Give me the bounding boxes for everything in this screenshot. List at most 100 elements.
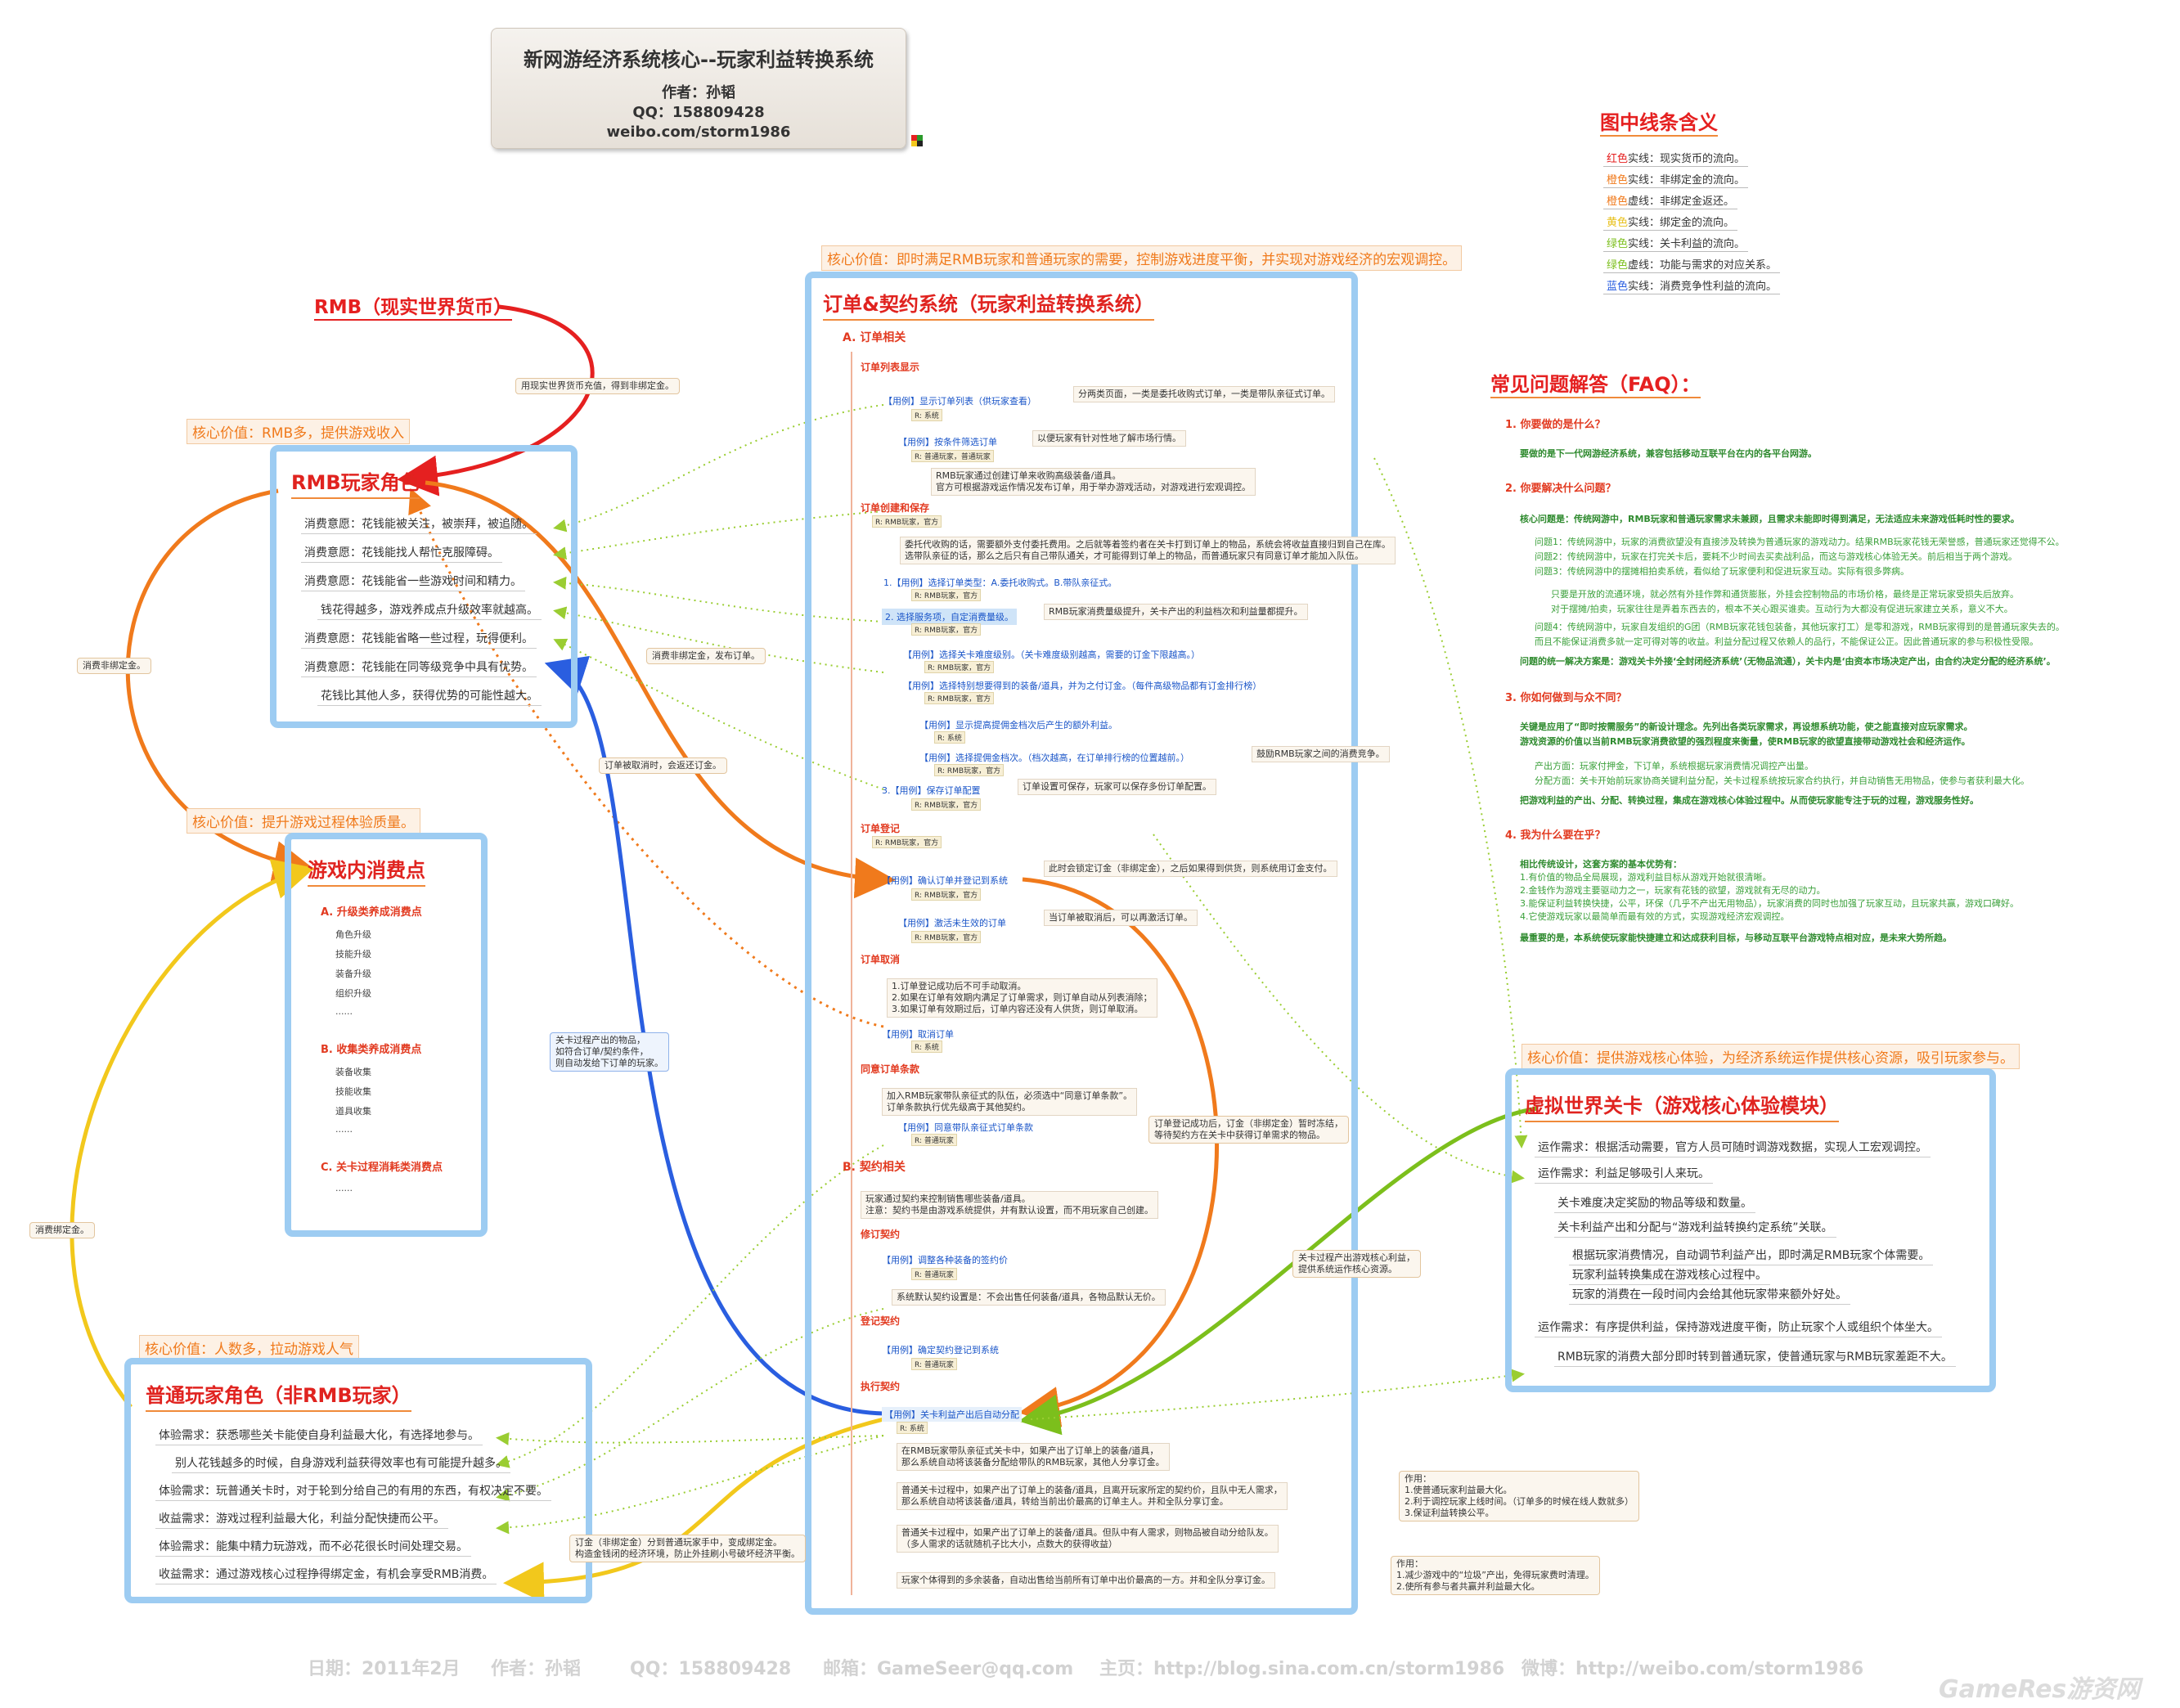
use-case-adjust-price[interactable]: 【用例】调整各种装备的签约价: [882, 1255, 1008, 1265]
map-icon: [911, 134, 923, 146]
consume-section-label: A. 升级类养成消费点: [321, 906, 422, 919]
consume-item: ......: [335, 1183, 353, 1193]
use-case-cancel-order[interactable]: 【用例】取消订单: [882, 1029, 954, 1040]
note-nonbind-consume: 消费非绑定金。: [77, 658, 151, 674]
use-case-difficulty[interactable]: 【用例】选择关卡难度级别。（关卡难度级别越高，需要的订金下限越高。）: [903, 649, 1200, 660]
faq-a4-line: 1.有价值的物品全局展现，游戏利益目标从游戏开始就很清晰。: [1520, 872, 1772, 883]
footer-home: 主页：http://blog.sina.com.cn/storm1986: [1099, 1659, 1505, 1679]
faq-a4-line: 最重要的是，本系统使玩家能快捷建立和达成获利目标，与移动互联平台游戏特点相对应，…: [1520, 933, 1952, 943]
footer-email: 邮箱：GameSeer@qq.com: [823, 1659, 1074, 1679]
role-tag: R: RMB玩家，官方: [911, 623, 982, 636]
use-case-agree-terms[interactable]: 【用例】同意带队亲征式订单条款: [898, 1122, 1033, 1133]
use-case-commission[interactable]: 【用例】选择提佣金档次。（档次越高，在订单排行榜的位置越前。）: [919, 753, 1189, 763]
rmb-player-item: 消费意愿：花钱能省略一些过程，玩得便利。: [301, 630, 537, 649]
use-case-confirm-order[interactable]: 【用例】确认订单并登记到系统: [882, 875, 1008, 886]
sub-order-list: 订单列表显示: [861, 362, 920, 373]
faq-a2-line: 只要是开放的流通环境，就必然有外挂作弊和通货膨胀，外挂会控制物品的市场价格，最终…: [1551, 589, 2019, 600]
core-value-consume: 核心价值：提升游戏过程体验质量。: [187, 808, 420, 834]
role-tag: R: 普通玩家: [911, 1268, 957, 1280]
sub-execute-contract: 执行契约: [861, 1381, 901, 1392]
tree-trunk: [851, 352, 852, 1595]
legend-row: 橙色虚线：非绑定金返还。: [1603, 191, 1738, 209]
use-case-service-level[interactable]: 2. 选择服务项，自定消费量级。: [882, 609, 1017, 625]
role-tag: R: RMB玩家，官方: [924, 661, 995, 673]
title-weibo: weibo.com/storm1986: [606, 124, 791, 141]
faq-a3-line: 分配方面：关卡开始前玩家协商关键利益分配，关卡过程系统按玩家合约执行，并自动销售…: [1535, 775, 2029, 786]
normal-player-frame: [124, 1358, 592, 1603]
note-level-core: 关卡过程产出游戏核心利益， 提供系统运作核心资源。: [1292, 1250, 1421, 1278]
consume-section-label: B. 收集类养成消费点: [321, 1044, 422, 1056]
rmb-player-item: 消费意愿：花钱能省一些游戏时间和精力。: [301, 573, 525, 591]
use-case-extra-benefit[interactable]: 【用例】显示提高提佣金档次后产生的额外利益。: [919, 720, 1117, 730]
faq-a4-line: 3.能保证利益转换快捷，公平，环保（几乎不产出无用物品），玩家消费的同时也加强了…: [1520, 898, 2019, 909]
normal-player-item: 体验需求：能集中精力玩游戏，而不必花很长时间处理交易。: [155, 1538, 471, 1557]
legend-text: 实线：消费竞争性利益的流向。: [1628, 281, 1778, 293]
level-item: 运作需求：根据活动需要，官方人员可随时调游戏数据，实现人工宏观调控。: [1535, 1139, 1931, 1157]
faq-a3-line: 关键是应用了“即时按需服务”的新设计理念。先列出各类玩家需求，再设想系统功能，使…: [1520, 721, 1973, 732]
effect-note-2: 作用： 1.减少游戏中的“垃圾”产出，免得玩家费时清理。 2.使所有参与者共赢并…: [1391, 1556, 1600, 1595]
main-title: 新网游经济系统核心--玩家利益转换系统: [524, 48, 874, 71]
orange-dotted-refund: [408, 488, 884, 1028]
legend-color-word: 绿色: [1607, 238, 1629, 250]
rmb-player-item: 花钱比其他人多，获得优势的可能性越大。: [317, 687, 542, 706]
faq-a3-line: 游戏资源的价值以当前RMB玩家消费欲望的强烈程度来衡量，使RMB玩家的欲望直接带…: [1520, 736, 1971, 747]
consume-item: 组织升级: [335, 988, 371, 999]
faq-title: 常见问题解答（FAQ）：: [1490, 368, 1701, 398]
rmb-player-item: 消费意愿：花钱能在同等级竞争中具有优势。: [301, 658, 537, 677]
normal-player-item: 别人花钱越多的时候，自身游戏利益获得效率也有可能提升越多。: [172, 1454, 510, 1473]
use-case-deposit[interactable]: 【用例】选择特别想要得到的装备/道具，并为之付订金。（每件高级物品都有订金排行榜…: [903, 681, 1262, 691]
role-tag: R: RMB玩家，官方: [911, 798, 982, 811]
desc-cancel-rules: 1.订单登记成功后不可手动取消。 2.如果在订单有效期内满足了订单需求，则订单自…: [887, 978, 1157, 1018]
legend-text: 实线：绑定金的流向。: [1628, 217, 1735, 229]
use-case-order-type[interactable]: 1.【用例】选择订单类型：A.委托收购式。B.带队亲征式。: [883, 578, 1117, 588]
order-system-frame: [805, 272, 1358, 1615]
level-item: 玩家的消费在一段时间内会给其他玩家带来额外好处。: [1569, 1286, 1850, 1305]
desc-save-config: 订单设置可保存，玩家可以保存多份订单配置。: [1018, 779, 1216, 795]
use-case-auto-distribute[interactable]: 【用例】关卡利益产出后自动分配: [882, 1407, 1022, 1422]
section-a-label: A. 订单相关: [843, 331, 906, 344]
role-tag: R: RMB玩家，官方: [872, 515, 942, 528]
core-value-center: 核心价值：即时满足RMB玩家和普通玩家的需要，控制游戏进度平衡，并实现对游戏经济…: [821, 245, 1463, 271]
normal-player-item: 体验需求：获悉哪些关卡能使自身利益最大化，有选择地参与。: [155, 1427, 483, 1445]
order-system-title: 订单&契约系统（玩家利益转换系统）: [823, 288, 1154, 321]
level-item: 关卡利益产出和分配与“游戏利益转换约定系统”关联。: [1554, 1219, 1836, 1238]
rmb-player-title: RMB玩家角色: [291, 466, 420, 499]
use-case-show-list[interactable]: 【用例】显示订单列表（供玩家查看）: [883, 396, 1036, 407]
faq-a2-line: 问题3：传统网游中的摆摊相拍卖系统，看似给了玩家便利和促进玩家互动。实际有很多弊…: [1535, 566, 1909, 577]
legend-color-word: 橙色: [1607, 196, 1629, 208]
consume-item: ......: [335, 1006, 353, 1017]
desc-competition: 鼓励RMB玩家之间的消费竞争。: [1252, 746, 1390, 762]
use-case-activate[interactable]: 【用例】激活未生效的订单: [898, 918, 1006, 928]
note-bind-flow: 订金（非绑定金）分到普通玩家手中，变成绑定金。 构造金钱闭的经济环境，防止外挂刷…: [569, 1535, 806, 1562]
use-case-save-config[interactable]: 3.【用例】保存订单配置: [882, 785, 981, 796]
consume-item: 技能升级: [335, 949, 371, 960]
section-b-label: B. 契约相关: [843, 1161, 906, 1174]
faq-q4: 4. 我为什么要在乎？: [1505, 829, 1606, 842]
desc-order-types: 委托代收购的话，需要额外支付委托费用。之后就等着签约者在关卡打到订单上的物品，系…: [900, 537, 1396, 564]
desc-contract-intro: 玩家通过契约来控制销售哪些装备/道具。 注意：契约书是由游戏系统提供，并有默认设…: [861, 1191, 1158, 1219]
faq-q2: 2. 你要解决什么问题？: [1505, 483, 1616, 495]
rmb-player-item: 消费意愿：花钱能找人帮忙克服障碍。: [301, 544, 502, 563]
title-author: 作者：孙韬: [662, 84, 735, 101]
sub-modify-contract: 修订契约: [861, 1229, 901, 1240]
consume-points-frame: [285, 833, 488, 1237]
desc-create-purpose: RMB玩家通过创建订单来收购高级装备/道具。 官方可根据游戏运作情况发布订单，用…: [931, 468, 1256, 496]
consume-item: ......: [335, 1124, 353, 1135]
role-tag: R: 系统: [911, 1041, 942, 1053]
legend-row: 蓝色实线：消费竞争性利益的流向。: [1603, 276, 1781, 294]
faq-a4-line: 相比传统设计，这套方案的基本优势有：: [1520, 859, 1682, 870]
legend-text: 虚线：非绑定金返还。: [1628, 196, 1735, 208]
title-card: 新网游经济系统核心--玩家利益转换系统 作者：孙韬 QQ：158809428 w…: [491, 28, 906, 149]
legend-row: 绿色实线：关卡利益的流向。: [1603, 234, 1749, 252]
faq-a2-line: 核心问题是：传统网游中，RMB玩家和普通玩家需求未兼顾，且需求未能即时得到满足，…: [1520, 514, 2020, 524]
level-item: 关卡难度决定奖励的物品等级和数量。: [1554, 1194, 1755, 1213]
consume-section-label: C. 关卡过程消耗类消费点: [321, 1162, 443, 1174]
rmb-player-item: 消费意愿：花钱能被关注，被崇拜，被追随。: [301, 515, 537, 534]
faq-q1: 1. 你要做的是什么？: [1505, 419, 1606, 431]
use-case-filter[interactable]: 【用例】按条件筛选订单: [898, 437, 997, 447]
consume-item: 装备升级: [335, 969, 371, 979]
yellow-link-bind-consume: [70, 859, 315, 1409]
faq-a2-line: 而且不能保证消费多就一定可得对等的收益。利益分配过程又依赖人的品行，不能保证公正…: [1535, 636, 2038, 647]
use-case-register-contract[interactable]: 【用例】确定契约登记到系统: [882, 1345, 999, 1355]
footer-date: 日期：2011年2月: [308, 1659, 461, 1679]
